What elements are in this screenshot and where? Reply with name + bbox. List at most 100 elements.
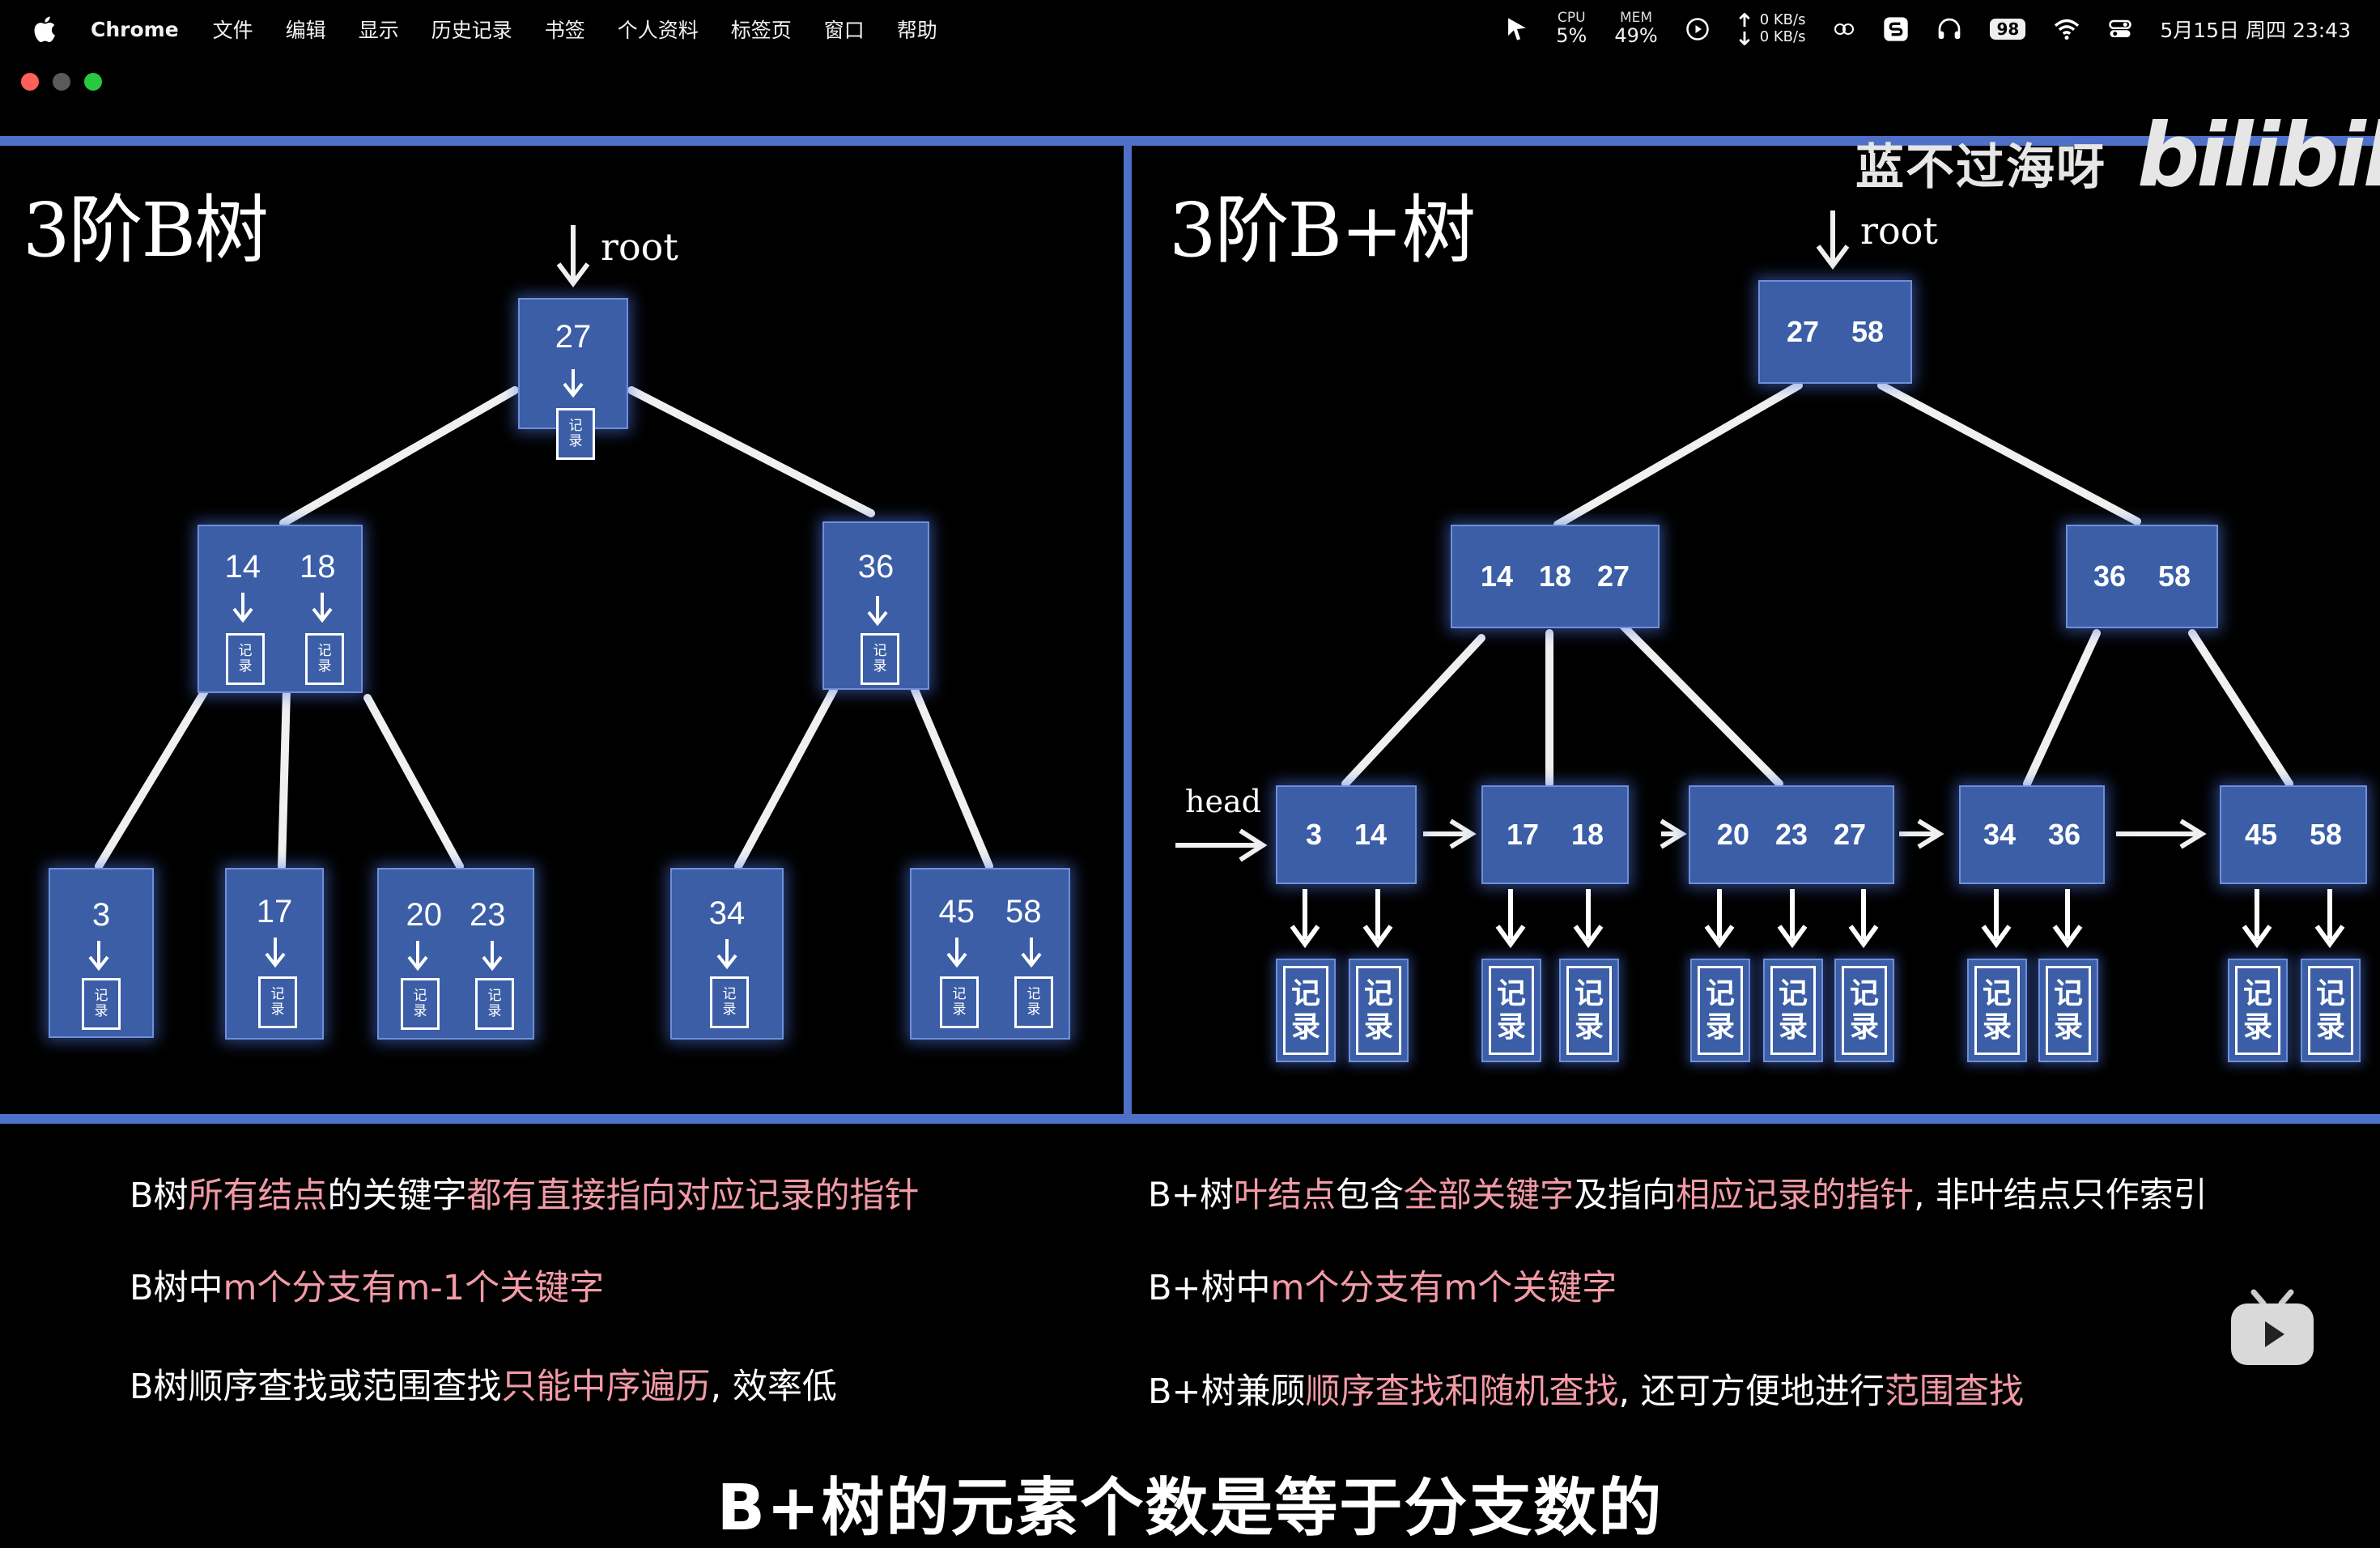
b-tree-root-label: root <box>601 225 678 269</box>
minimize-window-button[interactable] <box>53 73 70 91</box>
watermark-author: 蓝不过海呀 <box>1855 139 2106 196</box>
menu-bookmarks[interactable]: 书签 <box>544 19 585 42</box>
bplus-record: 记录 <box>2301 959 2361 1062</box>
mem-value: 49% <box>1614 24 1658 48</box>
bplus-record: 记录 <box>2228 959 2288 1062</box>
bplus-leaf-3-14: 3 14 <box>1276 785 1417 884</box>
menu-app-chrome[interactable]: Chrome <box>91 17 179 41</box>
mem-label: MEM <box>1619 10 1653 27</box>
note-left-2: B树中m个分支有m-1个关键字 <box>130 1268 605 1308</box>
network-monitor[interactable]: 0 KB/s 0 KB/s <box>1737 11 1806 45</box>
note-right-3: B+树兼顾顺序查找和随机查找, 还可方便地进行范围查找 <box>1148 1372 2024 1412</box>
cpu-value: 5% <box>1556 24 1587 48</box>
bplus-record: 记录 <box>1834 959 1894 1062</box>
window-controls <box>21 73 102 91</box>
node-key: 14 <box>224 549 261 585</box>
bplus-tree-title: 3阶B+树 <box>1169 187 1476 274</box>
close-window-button[interactable] <box>21 73 39 91</box>
record-box: 记录 <box>82 978 121 1030</box>
datetime[interactable]: 5月15日 周四 23:43 <box>2160 19 2351 42</box>
node-key: 58 <box>1005 894 1042 929</box>
b-tree-title: 3阶B树 <box>23 187 269 274</box>
record-box: 记录 <box>710 976 749 1028</box>
bplus-tree-root-label: root <box>1860 209 1938 253</box>
node-key: 3 <box>1305 818 1322 851</box>
node-key: 14 <box>1480 559 1513 593</box>
record-box: 记录 <box>940 976 979 1028</box>
up-down-arrows-icon <box>1738 13 1750 45</box>
record-box: 记录 <box>1014 976 1053 1028</box>
net-down-value: 0 KB/s <box>1759 28 1806 45</box>
record-box: 记录 <box>305 633 344 685</box>
wifi-icon[interactable] <box>2053 18 2080 40</box>
link-rings-icon[interactable] <box>1833 20 1855 38</box>
record-box: 记录 <box>401 978 440 1030</box>
bplus-node-36-58: 36 58 <box>2066 525 2218 628</box>
tree-edges <box>95 211 2293 870</box>
menu-file[interactable]: 文件 <box>212 19 253 42</box>
node-key: 27 <box>555 319 592 355</box>
node-key: 18 <box>1571 818 1604 851</box>
node-key: 20 <box>406 897 443 933</box>
apple-icon[interactable] <box>31 15 57 43</box>
node-key: 27 <box>1597 559 1630 593</box>
node-key: 58 <box>2310 818 2343 851</box>
note-right-1: B+树叶结点包含全部关键字及指向相应记录的指针, 非叶结点只作索引 <box>1148 1175 2208 1214</box>
bplus-record: 记录 <box>1690 959 1750 1062</box>
menu-help[interactable]: 帮助 <box>896 19 937 42</box>
bplus-record: 记录 <box>1481 959 1541 1062</box>
zoom-window-button[interactable] <box>84 73 102 91</box>
bilibili-tv-icon[interactable] <box>2228 1287 2317 1368</box>
node-key: 23 <box>470 897 506 933</box>
bplus-record: 记录 <box>1763 959 1823 1062</box>
node-key: 58 <box>2158 559 2191 593</box>
bplus-leaf-45-58: 45 58 <box>2220 785 2367 884</box>
node-key: 36 <box>2093 559 2126 593</box>
bplus-record-arrows <box>1290 889 2345 949</box>
menu-tabs[interactable]: 标签页 <box>730 19 792 42</box>
bplus-leaf-20-23-27: 20 23 27 <box>1689 785 1894 884</box>
bplus-record: 记录 <box>2038 959 2098 1062</box>
note-right-2: B+树中m个分支有m个关键字 <box>1148 1268 1617 1308</box>
record-box: 记录 <box>258 976 297 1028</box>
cpu-monitor[interactable]: CPU 5% <box>1556 11 1587 46</box>
record-box: 记录 <box>556 408 595 460</box>
b-tree-leaf-45-58: 45 58 <box>910 868 1070 1040</box>
menu-view[interactable]: 显示 <box>358 19 399 42</box>
menu-profile[interactable]: 个人资料 <box>617 19 699 42</box>
record-box: 记录 <box>861 633 899 685</box>
control-center-icon[interactable] <box>2108 17 2132 41</box>
record-box: 记录 <box>226 633 265 685</box>
mem-monitor[interactable]: MEM 49% <box>1614 11 1657 46</box>
node-key: 14 <box>1354 818 1388 851</box>
headphones-icon[interactable] <box>1936 17 1962 41</box>
frame-top-line <box>0 136 2380 146</box>
menu-history[interactable]: 历史记录 <box>431 19 512 42</box>
bplus-node-14-18-27: 14 18 27 <box>1451 525 1660 628</box>
node-key: 27 <box>1786 315 1819 348</box>
s-app-icon[interactable] <box>1883 16 1909 42</box>
node-key: 18 <box>1538 559 1572 593</box>
bplus-leaf-17-18: 17 18 <box>1481 785 1629 884</box>
frame-bottom-line <box>0 1114 2380 1124</box>
node-key: 27 <box>1834 818 1867 851</box>
note-left-1: B树所有结点的关键字都有直接指向对应记录的指针 <box>130 1176 920 1216</box>
cursor-arrow-icon[interactable] <box>1506 17 1528 41</box>
play-circle-icon[interactable] <box>1685 17 1710 41</box>
menu-edit[interactable]: 编辑 <box>285 19 326 42</box>
bilibili-logo: bilibili <box>2137 105 2380 206</box>
b-tree-record-arrows <box>88 369 1042 972</box>
video-frame[interactable]: 蓝不过海呀 bilibili <box>0 105 2380 1548</box>
node-key: 20 <box>1716 818 1749 851</box>
battery-badge[interactable]: 98 <box>1990 19 2026 40</box>
bplus-node-root: 27 58 <box>1758 280 1912 384</box>
node-key: 17 <box>256 894 293 929</box>
net-up-value: 0 KB/s <box>1759 11 1806 29</box>
node-key: 23 <box>1774 818 1808 851</box>
node-key: 36 <box>2048 818 2081 851</box>
node-key: 58 <box>1851 315 1885 348</box>
menu-window[interactable]: 窗口 <box>823 19 865 42</box>
video-subtitle: B+树的元素个数是等于分支数的 <box>716 1472 1664 1545</box>
node-key: 18 <box>300 549 336 585</box>
node-key: 17 <box>1506 818 1539 851</box>
